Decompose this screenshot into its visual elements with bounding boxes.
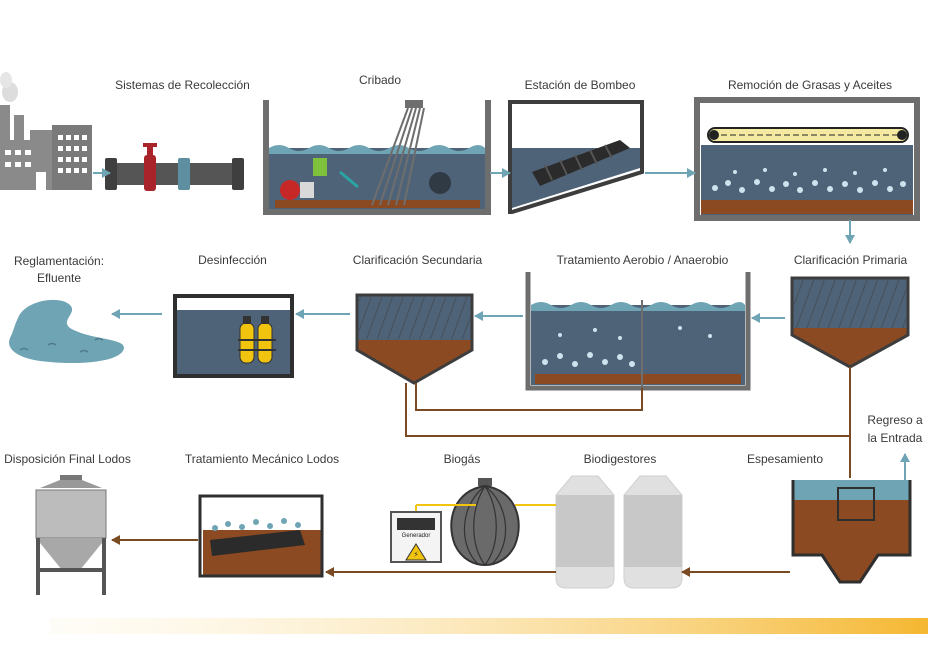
effluent-pond [9,299,125,364]
sludge-mechanical-tank [198,494,324,578]
generator-box: ⚡ [390,504,476,563]
pump-station-tank [508,100,644,214]
label-disposicion-final: Disposición Final Lodos [4,452,131,466]
label-clarificacion-primaria: Clarificación Primaria [793,253,908,267]
label-efluente: Efluente [36,271,82,285]
label-tratamiento-aerobio: Tratamiento Aerobio / Anaerobio [556,253,729,267]
label-clarificacion-secundaria: Clarificación Secundaria [352,253,483,267]
footer-gradient-bar [50,618,928,634]
label-remocion-grasas: Remoción de Grasas y Aceites [727,78,893,92]
label-la-entrada: la Entrada [867,431,923,445]
label-regreso: Regreso a [867,413,923,427]
sludge-silo [35,475,107,595]
sludge-flow-lines [111,367,851,577]
label-biodigestores: Biodigestores [583,452,657,466]
secondary-clarifier [355,293,474,385]
factory-icon [0,72,92,190]
aerobic-anaerobic-tank [525,272,751,391]
thickening-tank [791,480,912,584]
collection-pipe [105,143,244,191]
biodigesters [555,475,683,589]
label-cribado: Cribado [358,73,402,87]
biogas-balloon [450,478,556,567]
label-generador: Generador [401,533,431,539]
disinfection-tank [173,294,294,378]
label-reglamentacion: Reglamentación: [13,254,105,268]
water-flow-arrows [93,168,910,487]
cribado-tank [263,100,491,215]
svg-text:⚡: ⚡ [413,550,419,559]
label-desinfeccion: Desinfección [198,253,267,267]
label-tratamiento-mecanico: Tratamiento Mecánico Lodos [184,452,340,466]
label-sistemas-recoleccion: Sistemas de Recolección [115,78,250,92]
label-espesamiento: Espesamiento [746,452,824,466]
label-estacion-bombeo: Estación de Bombeo [524,78,636,92]
grease-removal-tank [694,97,920,221]
primary-clarifier [790,276,910,369]
label-biogas: Biogás [443,452,481,466]
